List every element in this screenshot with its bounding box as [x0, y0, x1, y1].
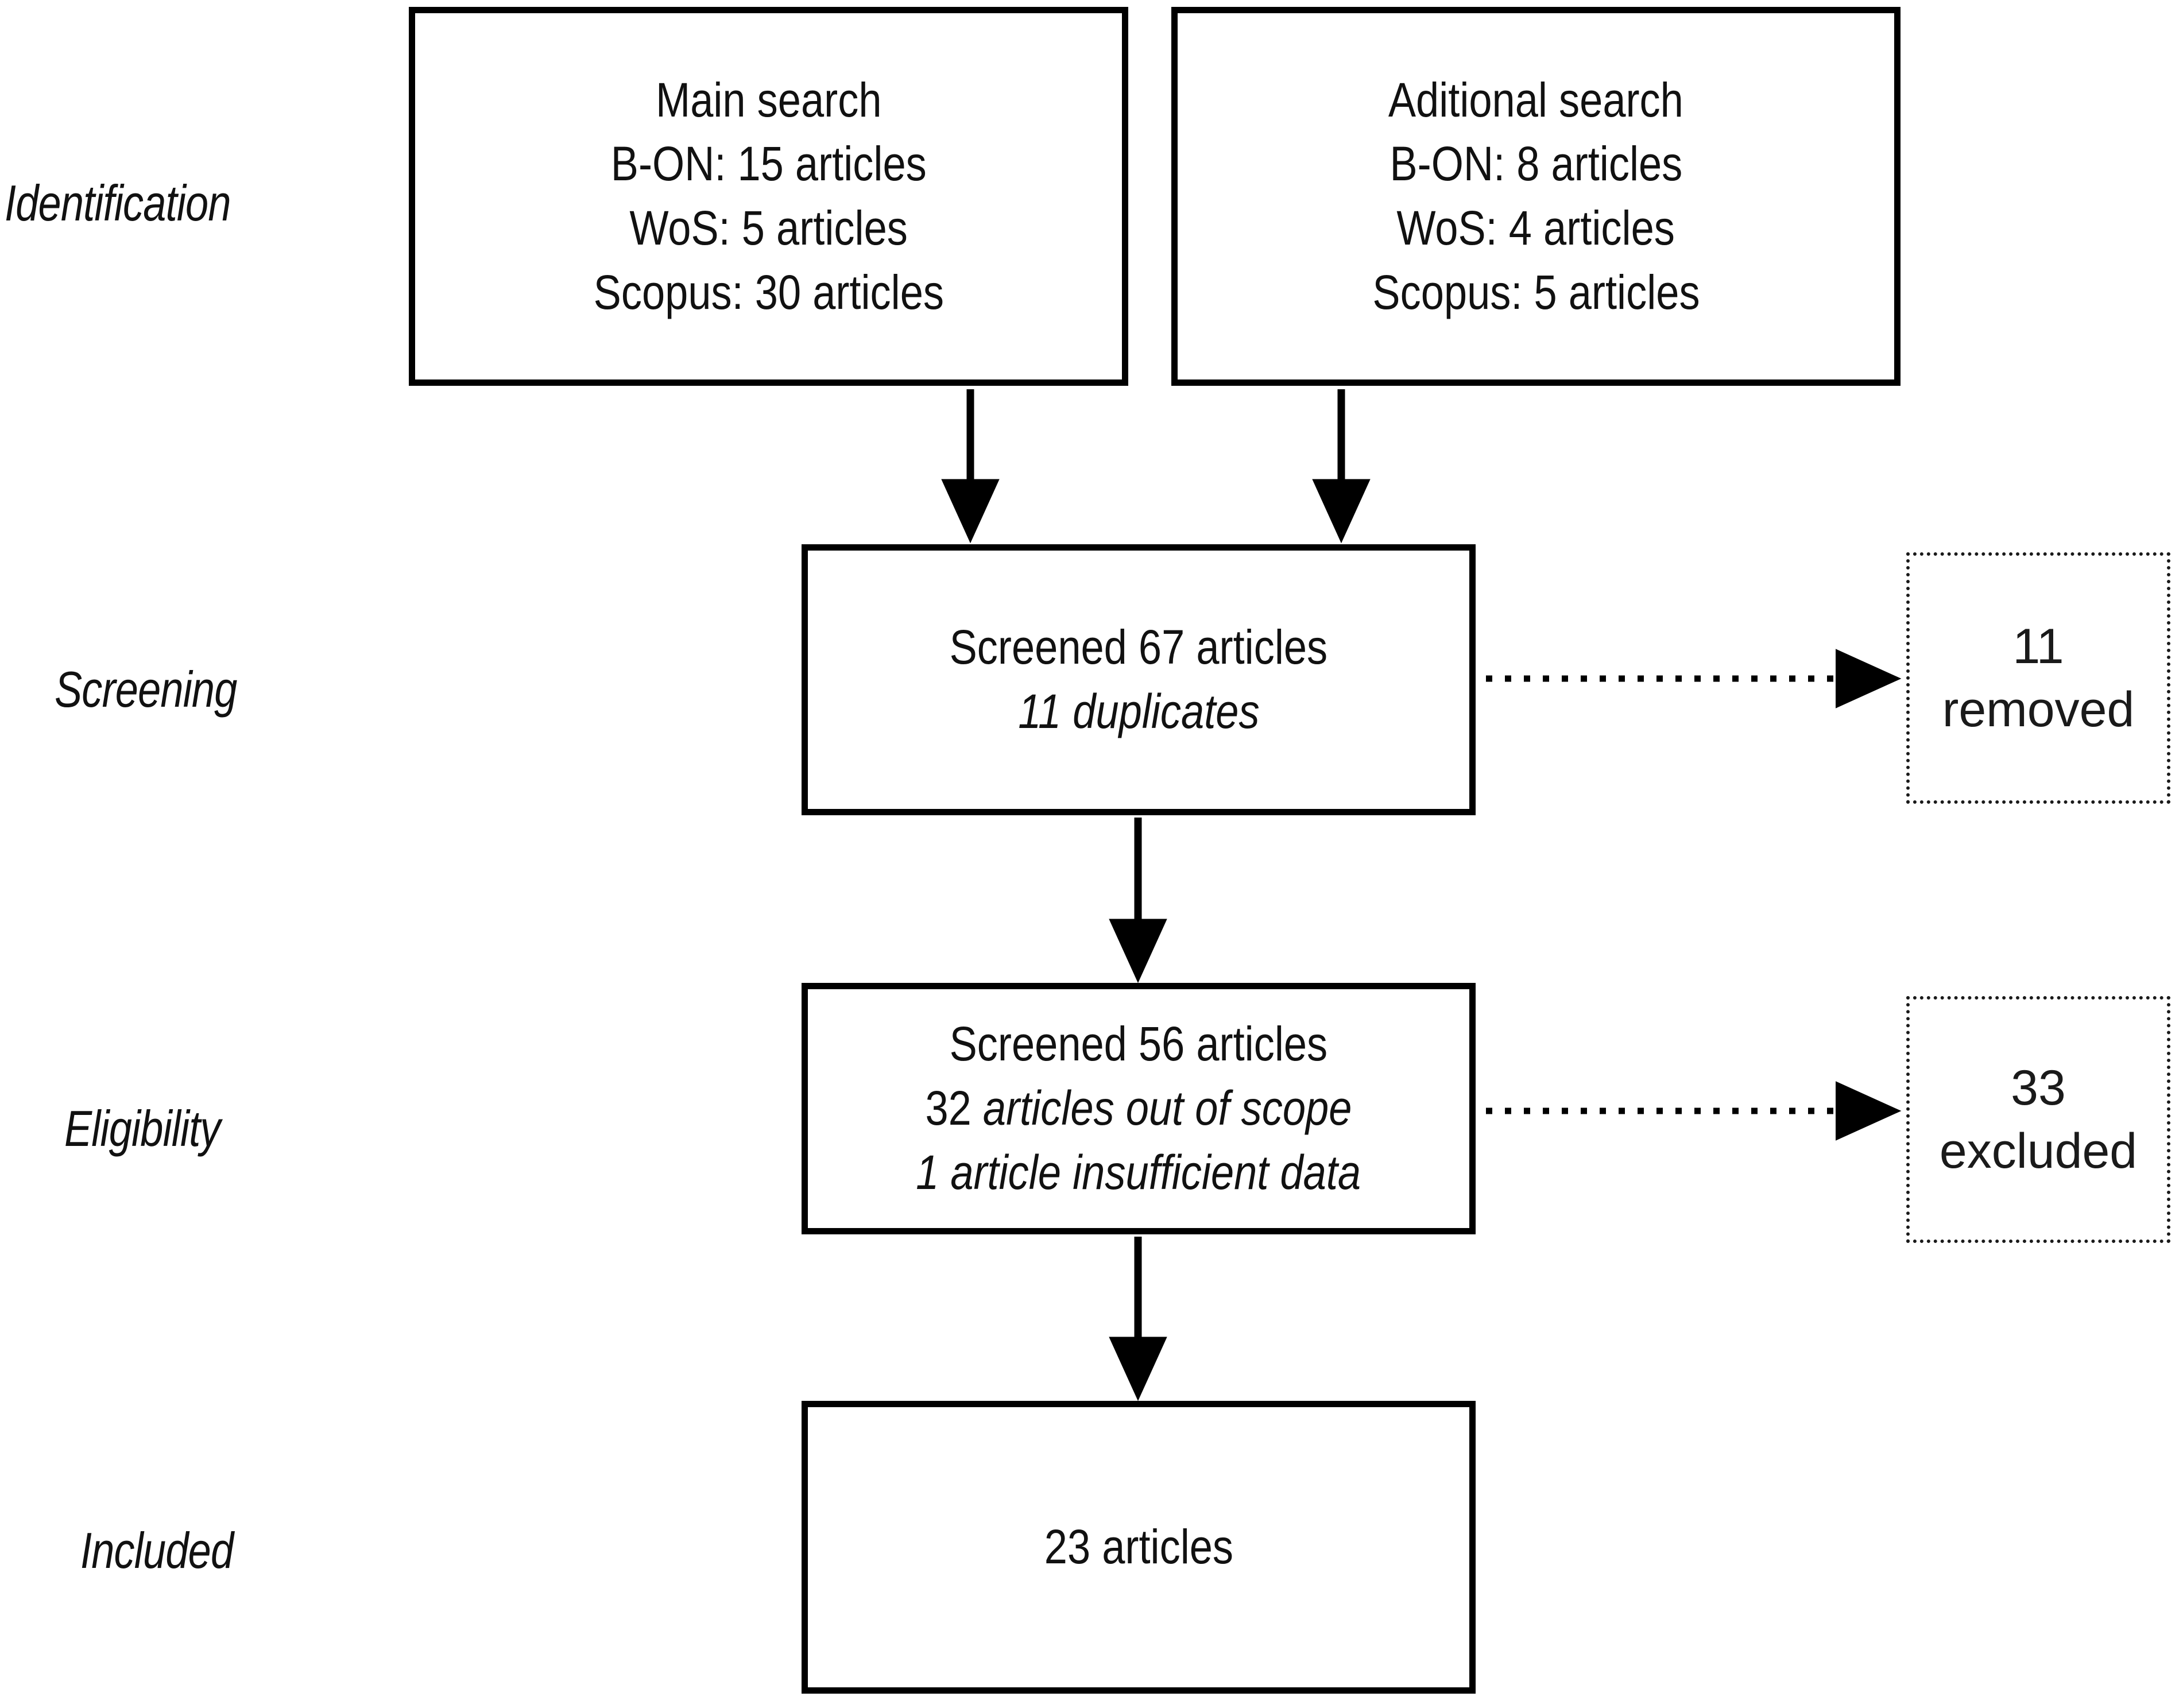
removed-count: 11 [2012, 618, 2064, 674]
eligibility-screened-count: Screened 56 articles [949, 1017, 1328, 1071]
additional-search-title: Aditional search [1388, 72, 1684, 127]
main-search-bon-count: B-ON: 15 articles [610, 137, 927, 191]
screening-screened-count: Screened 67 articles [949, 620, 1328, 675]
stage-label-included: Included [80, 1522, 234, 1579]
removed-box: 11 removed [1906, 552, 2170, 804]
screening-duplicates-count: 11 duplicates [1017, 684, 1260, 738]
additional-search-wos-count: WoS: 4 articles [1396, 201, 1675, 255]
additional-search-bon-count: B-ON: 8 articles [1389, 137, 1682, 191]
main-search-scopus-count: Scopus: 30 articles [593, 265, 944, 319]
stage-label-identification: Identification [5, 175, 231, 231]
screening-box: Screened 67 articles 11 duplicates [802, 544, 1476, 815]
excluded-box: 33 excluded [1906, 996, 2170, 1243]
main-search-title: Main search [655, 72, 882, 127]
eligibility-out-of-scope-text: articles out of scope [982, 1081, 1352, 1136]
excluded-label: excluded [1939, 1124, 2138, 1179]
eligibility-out-of-scope: 32 articles out of scope [926, 1076, 1352, 1141]
stage-label-screening: Screening [55, 661, 237, 718]
additional-search-scopus-count: Scopus: 5 articles [1372, 265, 1700, 319]
eligibility-insufficient-data: 1 article insufficient data [916, 1145, 1361, 1199]
additional-search-box: Aditional search B-ON: 8 articles WoS: 4… [1171, 7, 1901, 386]
stage-label-eligibility: Eligibility [64, 1100, 221, 1157]
main-search-wos-count: WoS: 5 articles [629, 201, 908, 255]
included-box: 23 articles [802, 1401, 1476, 1694]
excluded-count: 33 [2011, 1060, 2066, 1116]
eligibility-out-of-scope-number: 32 [925, 1081, 971, 1136]
included-articles-count: 23 articles [1044, 1520, 1233, 1574]
removed-label: removed [1942, 682, 2135, 737]
main-search-box: Main search B-ON: 15 articles WoS: 5 art… [409, 7, 1128, 386]
eligibility-box: Screened 56 articles 32 articles out of … [802, 983, 1476, 1234]
